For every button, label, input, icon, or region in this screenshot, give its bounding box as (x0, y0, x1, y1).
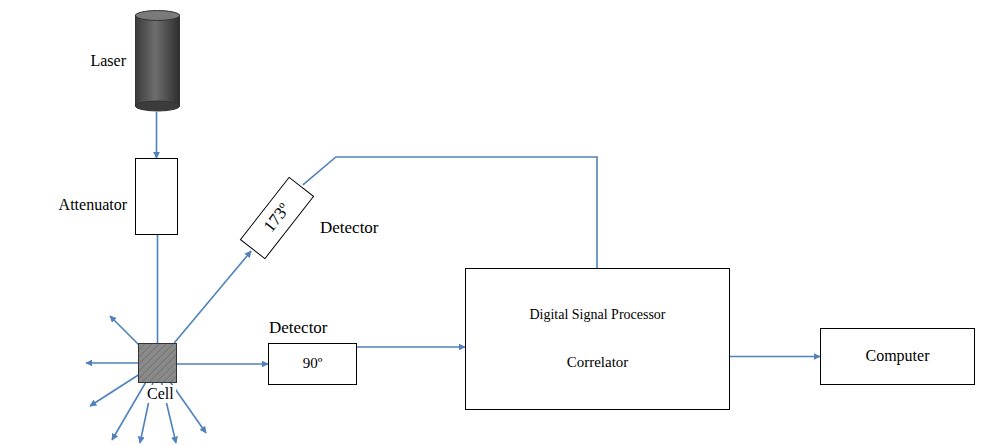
node-label: 90º (303, 355, 323, 372)
signal-connector (357, 346, 465, 348)
node-label: 173º (260, 200, 294, 236)
attenuator-box: Attenuator (135, 158, 178, 235)
detector-housing: 173º (240, 177, 314, 260)
signal-connector (157, 235, 159, 343)
computer-box: Computer (820, 328, 975, 385)
part-label: Detector (269, 318, 328, 338)
node-label: Correlator (567, 354, 629, 371)
signal-connector (174, 251, 251, 343)
node-label: Computer (866, 347, 930, 365)
signal-connector (303, 157, 597, 268)
part-label: Laser (90, 52, 126, 70)
scattered-light (86, 316, 206, 443)
node-label: Digital Signal Processor (529, 307, 665, 323)
part-label: Cell (145, 385, 176, 403)
detector-90: Detector90º (268, 343, 357, 385)
sample-cell: Cell (138, 343, 177, 383)
signal-connector (156, 112, 158, 158)
laser-cylinder (135, 10, 180, 112)
signal-connector (177, 363, 268, 365)
part-label: Attenuator (59, 196, 127, 214)
cell-square (138, 343, 177, 383)
correlator-box: Digital Signal ProcessorCorrelator (465, 268, 730, 410)
part-label: Detector (320, 218, 379, 238)
detector-173: 173ºDetector (237, 202, 317, 234)
signal-connector (730, 356, 820, 358)
laser-source: Laser (135, 10, 180, 112)
